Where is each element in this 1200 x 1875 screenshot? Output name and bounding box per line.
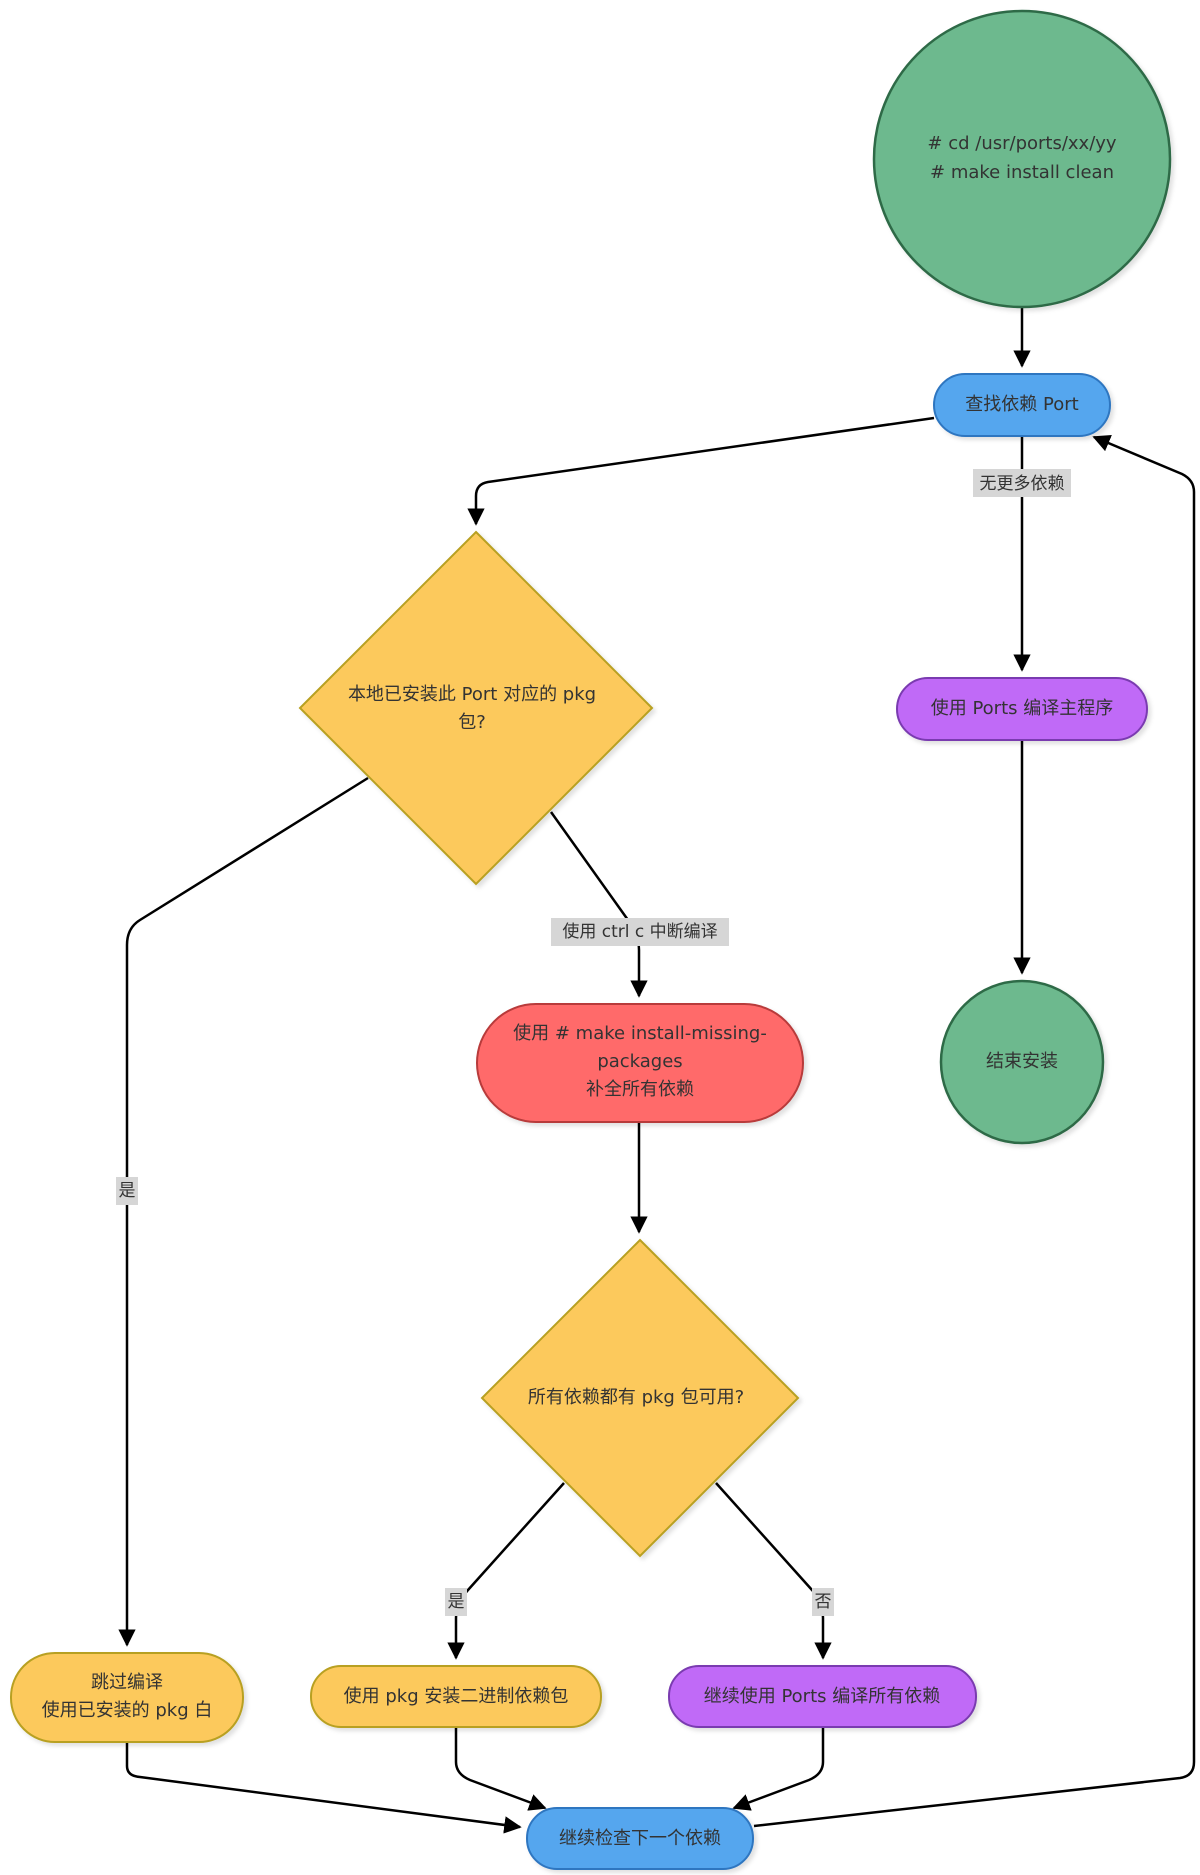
skip-compile-line-2: 使用已安装的 pkg 白 — [42, 1700, 213, 1721]
edge-label-no-bottom-text: 否 — [815, 1592, 832, 1612]
edge-label-ctrl-c: 使用 ctrl c 中断编译 — [551, 918, 729, 946]
edge-check-pkg-to-install-missing — [549, 811, 648, 998]
compile-main-label: 使用 Ports 编译主程序 — [931, 698, 1114, 719]
end-label: 结束安装 — [986, 1051, 1058, 1072]
edge-label-no-more-deps-text: 无更多依赖 — [980, 474, 1065, 494]
end-node: 结束安装 — [939, 979, 1105, 1145]
find-dep-node: 查找依赖 Port — [933, 373, 1111, 437]
next-dep-label: 继续检查下一个依赖 — [559, 1828, 721, 1849]
install-missing-line-1: 使用 # make install-missing- — [513, 1023, 767, 1044]
edge-pkg-install-to-next-dep — [454, 1727, 547, 1811]
pkg-install-label: 使用 pkg 安装二进制依赖包 — [344, 1686, 569, 1707]
skip-compile-node: 跳过编译 使用已安装的 pkg 白 — [10, 1652, 244, 1743]
check-pkg-line-2: 包? — [458, 712, 486, 733]
edge-label-no-bottom-bg — [812, 1588, 834, 1616]
continue-ports-node: 继续使用 Ports 编译所有依赖 — [668, 1665, 977, 1728]
continue-ports-shape — [668, 1665, 977, 1728]
edge-check-pkg-to-skip — [118, 776, 369, 1647]
find-dep-shape — [933, 373, 1111, 437]
install-missing-shape — [476, 1003, 804, 1123]
all-pkg-label: 所有依赖都有 pkg 包可用? — [528, 1387, 744, 1408]
edge-label-no-more-deps-bg — [973, 469, 1071, 497]
install-missing-line-3: 补全所有依赖 — [586, 1079, 694, 1100]
pkg-install-node: 使用 pkg 安装二进制依赖包 — [310, 1665, 602, 1728]
skip-compile-line-1: 跳过编译 — [91, 1672, 163, 1693]
all-pkg-decision: 所有依赖都有 pkg 包可用? — [480, 1238, 800, 1558]
edge-all-pkg-to-continue-ports — [715, 1482, 832, 1660]
edge-label-ctrl-c-text: 使用 ctrl c 中断编译 — [562, 921, 717, 942]
edge-label-no-bottom: 否 — [812, 1588, 834, 1616]
all-pkg-diamond — [480, 1238, 800, 1558]
find-dep-label: 查找依赖 Port — [965, 394, 1078, 415]
edge-label-yes-left-bg — [116, 1177, 138, 1205]
compile-main-node: 使用 Ports 编译主程序 — [896, 677, 1148, 741]
end-circle — [939, 979, 1105, 1145]
start-line-2: # make install clean — [930, 162, 1114, 183]
edge-label-yes-bottom: 是 — [445, 1588, 467, 1616]
start-line-1: # cd /usr/ports/xx/yy — [927, 133, 1117, 154]
edge-all-pkg-to-pkg-install — [447, 1482, 565, 1660]
next-dep-shape — [526, 1807, 754, 1870]
start-circle — [872, 9, 1172, 309]
edge-find-dep-to-check-pkg — [467, 416, 935, 526]
skip-compile-shape — [10, 1652, 244, 1743]
install-missing-node: 使用 # make install-missing- packages 补全所有… — [476, 1003, 804, 1123]
edge-continue-ports-to-next-dep — [732, 1727, 825, 1811]
continue-ports-label: 继续使用 Ports 编译所有依赖 — [704, 1686, 941, 1707]
check-pkg-line-1: 本地已安装此 Port 对应的 pkg — [348, 684, 596, 705]
edge-label-yes-bottom-text: 是 — [448, 1592, 465, 1612]
edge-next-dep-loop-to-find-dep — [753, 435, 1196, 1828]
edge-label-yes-bottom-bg — [445, 1588, 467, 1616]
pkg-install-shape — [310, 1665, 602, 1728]
install-missing-line-2: packages — [597, 1051, 682, 1072]
edge-label-no-more-deps: 无更多依赖 — [973, 469, 1071, 497]
next-dep-node: 继续检查下一个依赖 — [526, 1807, 754, 1870]
check-pkg-diamond — [298, 530, 654, 886]
start-node: # cd /usr/ports/xx/yy # make install cle… — [872, 9, 1172, 309]
edge-label-yes-left-text: 是 — [119, 1181, 136, 1201]
edge-label-ctrl-c-bg — [551, 918, 729, 946]
check-pkg-decision: 本地已安装此 Port 对应的 pkg 包? — [298, 530, 654, 886]
compile-main-shape — [896, 677, 1148, 741]
edge-label-yes-left: 是 — [116, 1177, 138, 1205]
edge-skip-to-next-dep — [125, 1742, 522, 1834]
